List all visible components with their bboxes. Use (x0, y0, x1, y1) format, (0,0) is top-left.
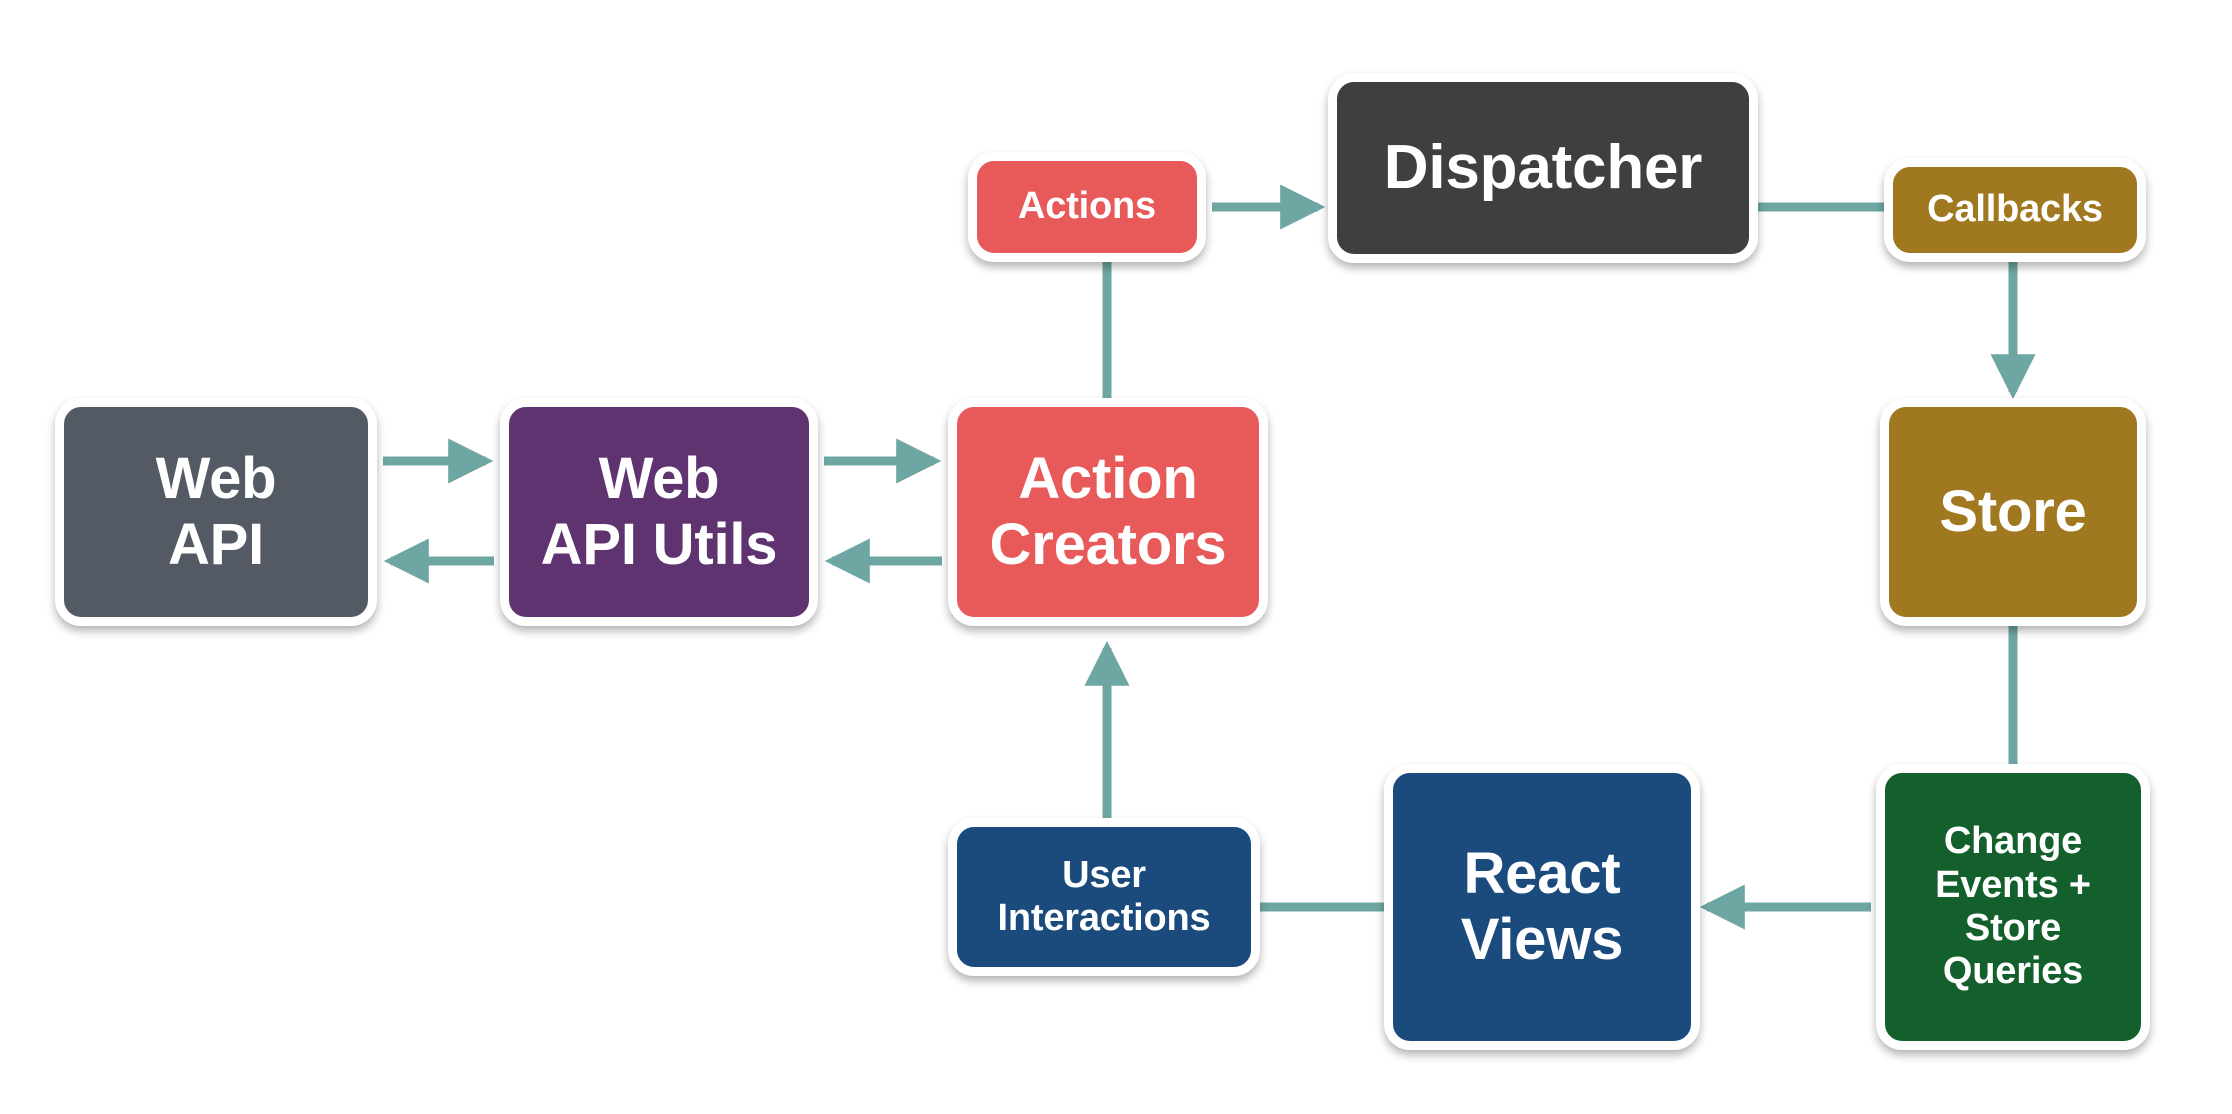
node-web-api[interactable]: Web API (55, 398, 377, 626)
node-react-views[interactable]: React Views (1384, 764, 1700, 1050)
node-label-web-api-utils: Web API Utils (540, 445, 778, 577)
node-label-user-interactions: User Interactions (997, 853, 1211, 939)
node-web-api-utils[interactable]: Web API Utils (500, 398, 818, 626)
node-label-dispatcher: Dispatcher (1383, 132, 1703, 202)
node-user-interactions[interactable]: User Interactions (948, 818, 1260, 976)
node-label-change-events-store-queries: Change Events + Store Queries (1935, 820, 2091, 993)
node-label-store: Store (1939, 478, 2087, 544)
node-change-events-store-queries[interactable]: Change Events + Store Queries (1876, 764, 2150, 1050)
node-label-actions: Actions (1018, 185, 1156, 228)
node-label-react-views: React Views (1460, 840, 1624, 972)
node-action-creators[interactable]: Action Creators (948, 398, 1268, 626)
node-callbacks[interactable]: Callbacks (1884, 158, 2146, 262)
node-label-action-creators: Action Creators (989, 445, 1227, 577)
node-label-web-api: Web API (155, 445, 277, 577)
node-label-callbacks: Callbacks (1927, 188, 2103, 231)
node-dispatcher[interactable]: Dispatcher (1328, 73, 1758, 263)
node-actions[interactable]: Actions (968, 152, 1206, 262)
node-store[interactable]: Store (1880, 398, 2146, 626)
